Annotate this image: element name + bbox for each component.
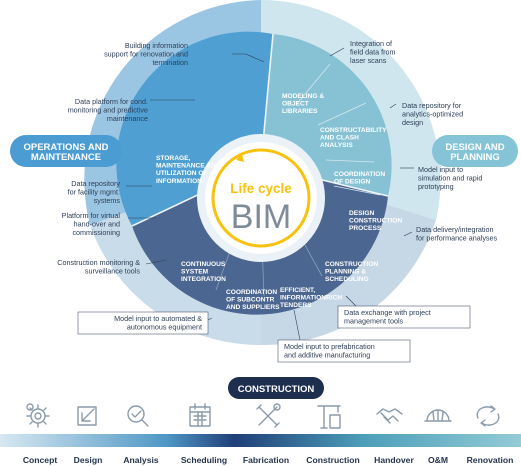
annotation-construction-monitoring: Construction monitoring &surveillance to…	[57, 258, 140, 275]
center-title-bim: BIM	[231, 198, 291, 236]
operations-pill	[10, 135, 122, 167]
crane-building-icon	[317, 405, 341, 429]
construction-pill	[228, 377, 324, 399]
construction-callouts	[77, 305, 471, 363]
annotation-automated-equipment: Model input to automated &autonomous equ…	[114, 314, 202, 331]
magnifier-check-icon	[127, 405, 149, 427]
recycle-arrows-icon	[476, 405, 500, 427]
phase-label: Concept	[23, 455, 58, 465]
center-title-line1: Life cycle	[230, 181, 292, 196]
phase-label: O&M	[428, 455, 448, 465]
phase-label: Design	[74, 455, 103, 465]
leader-lines	[126, 47, 414, 341]
automated-box	[77, 311, 209, 335]
phase-label: Analysis	[123, 455, 159, 465]
projmgmt-box	[337, 305, 471, 329]
drafting-icon	[77, 406, 97, 426]
phase-labels: Concept Design Analysis Scheduling Fabri…	[23, 455, 514, 465]
calendar-icon	[189, 403, 211, 427]
phase-icons	[26, 403, 500, 429]
lifecycle-arrow-icon	[236, 154, 244, 162]
prefab-box	[277, 339, 411, 363]
annotation-data-platform: Data platform for cond.monitoring and pr…	[68, 97, 148, 123]
phase-gradient-bar	[0, 434, 521, 447]
phase-label: Scheduling	[181, 455, 227, 465]
phase-label: Handover	[374, 455, 414, 465]
gears-icon	[26, 403, 50, 428]
segment-dividers-design	[295, 63, 381, 196]
handshake-icon	[376, 408, 403, 424]
center-hub: Life cycle BIM	[197, 134, 325, 262]
phase-label: Renovation	[467, 455, 514, 465]
design-pill	[432, 135, 518, 167]
construction-label: CONSTRUCTION	[238, 384, 315, 395]
phase-label: Fabrication	[243, 455, 289, 465]
helmet-icon	[424, 409, 452, 422]
tools-icon	[256, 403, 281, 428]
phase-label: Construction	[306, 455, 359, 465]
